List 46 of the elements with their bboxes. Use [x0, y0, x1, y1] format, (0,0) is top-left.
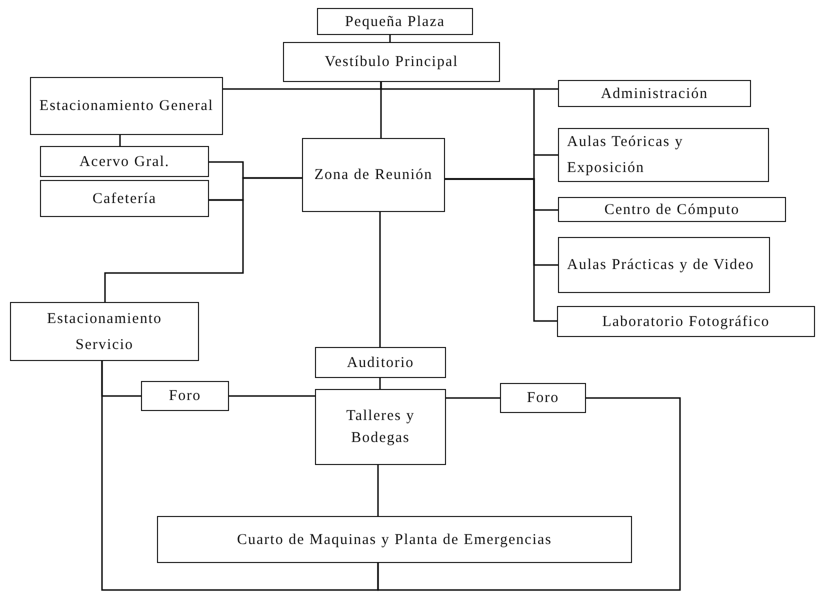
room-box [30, 77, 223, 135]
room-box [40, 146, 209, 177]
room-box [317, 8, 473, 35]
room-box [141, 381, 229, 411]
room-box [557, 306, 815, 337]
room-box [283, 42, 500, 82]
room-box [558, 197, 786, 222]
connector-line [445, 178, 557, 322]
room-box [10, 302, 199, 361]
room-label: Vestíbulo Principal [324, 53, 458, 71]
room-box [558, 80, 751, 107]
room-label: Cafetería [92, 190, 156, 208]
connector-line [379, 212, 381, 347]
room-box [558, 237, 770, 293]
connector-line [389, 35, 391, 42]
connector-line [101, 361, 379, 591]
connector-line [377, 465, 379, 516]
room-label: Auditorio [346, 354, 414, 372]
room-label: Talleres y Bodegas [345, 407, 416, 448]
room-box [315, 389, 446, 465]
room-label: Laboratorio Fotográfico [602, 312, 770, 330]
room-label: Estacionamiento General [39, 97, 214, 116]
room-label: Administración [600, 84, 708, 102]
connector-line [229, 395, 315, 397]
room-box [315, 347, 446, 378]
room-label: Estacionamiento Servicio [46, 310, 163, 354]
room-box [558, 128, 769, 182]
room-label: Foro [526, 389, 560, 407]
room-label: Aulas Prácticas y de Video [567, 256, 754, 275]
connector-line [446, 397, 500, 399]
room-label: Cuarto de Maquinas y Planta de Emergencias [237, 530, 552, 548]
connector-line [119, 135, 121, 146]
room-label: Centro de Cómputo [604, 200, 740, 218]
room-box [40, 180, 209, 217]
connector-line [377, 397, 681, 591]
connector-line [104, 199, 244, 302]
connector-line [379, 378, 381, 389]
room-label: Aulas Teóricas y Exposición [567, 133, 684, 178]
room-label: Zona de Reunión [314, 166, 433, 185]
room-label: Acervo Gral. [79, 152, 170, 170]
room-label: Foro [168, 387, 202, 405]
room-box [302, 138, 445, 212]
room-box [500, 383, 586, 413]
connector-line [380, 82, 382, 138]
room-box [157, 516, 632, 563]
room-label: Pequeña Plaza [344, 12, 446, 30]
